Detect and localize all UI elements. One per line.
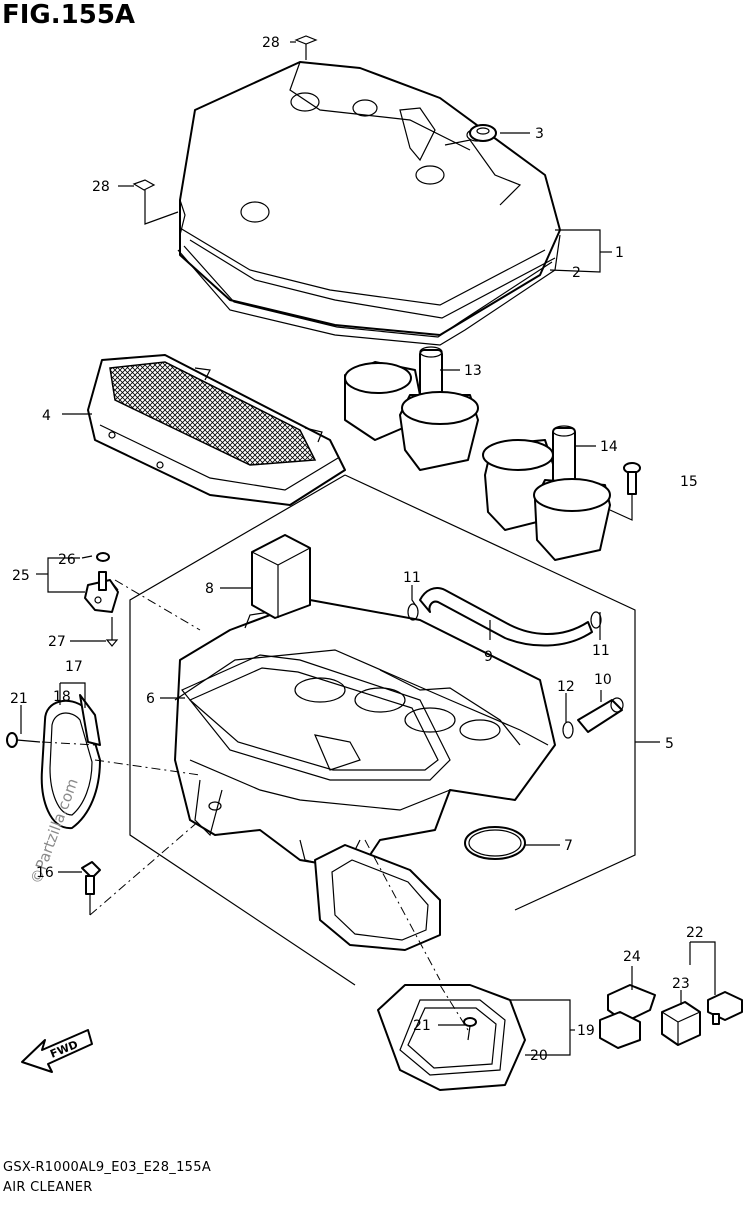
clip-24 xyxy=(599,984,656,1049)
diagram-caption: AIR CLEANER xyxy=(3,1180,93,1195)
callout-15: 15 xyxy=(680,474,698,490)
callout-7: 7 xyxy=(564,838,573,854)
callout-16: 16 xyxy=(36,865,54,881)
pad-8 xyxy=(251,534,311,619)
callout-14: 14 xyxy=(600,439,618,455)
forward-direction-arrow: FWD xyxy=(21,1029,93,1073)
figure-title: FIG.155A xyxy=(2,0,136,30)
grommet-3 xyxy=(469,124,497,142)
callout-11-right: 11 xyxy=(592,643,610,659)
callout-19: 19 xyxy=(577,1023,595,1039)
intake-funnel-14 xyxy=(482,425,611,561)
clamp-12 xyxy=(562,721,574,739)
assembly-dashed-lines xyxy=(41,579,469,1031)
callout-8: 8 xyxy=(205,581,214,597)
callout-27: 27 xyxy=(48,634,66,650)
bolt-21-bottom xyxy=(463,1017,477,1041)
callout-21-left: 21 xyxy=(10,691,28,707)
leader-lines xyxy=(20,41,716,1056)
bolt-16 xyxy=(81,861,101,915)
callout-28-top: 28 xyxy=(262,35,280,51)
callout-10: 10 xyxy=(594,672,612,688)
callout-numbers: 28 3 28 1 2 13 4 14 15 26 25 8 11 9 11 2… xyxy=(10,35,704,1064)
drain-hose-9 xyxy=(407,587,602,647)
callout-26: 26 xyxy=(58,552,76,568)
air-cleaner-case xyxy=(174,599,556,871)
callout-28-left: 28 xyxy=(92,179,110,195)
callout-23: 23 xyxy=(672,976,690,992)
callout-12: 12 xyxy=(557,679,575,695)
callout-25: 25 xyxy=(12,568,30,584)
clip-23 xyxy=(661,1001,701,1046)
clip-22 xyxy=(707,991,743,1025)
callout-17: 17 xyxy=(65,659,83,675)
screw-15 xyxy=(609,462,641,521)
callout-18: 18 xyxy=(53,689,71,705)
callout-2: 2 xyxy=(572,265,581,281)
screw-27 xyxy=(105,617,119,647)
bolt-21-left xyxy=(6,732,41,748)
callout-4: 4 xyxy=(42,408,51,424)
inlet-duct-19-20 xyxy=(377,984,526,1091)
air-cleaner-cover xyxy=(179,61,561,336)
callout-13: 13 xyxy=(464,363,482,379)
callout-6: 6 xyxy=(146,691,155,707)
callout-20: 20 xyxy=(530,1048,548,1064)
callout-11-left: 11 xyxy=(403,570,421,586)
diagram-code: GSX-R1000AL9_E03_E28_155A xyxy=(3,1160,212,1175)
intake-funnel-13 xyxy=(344,346,479,471)
air-filter-element xyxy=(87,354,346,506)
callout-9: 9 xyxy=(484,649,493,665)
inlet-boot xyxy=(314,844,441,951)
clamp-band-17-18 xyxy=(40,694,101,830)
case-assembly-box xyxy=(129,474,636,986)
bracket-25 xyxy=(84,552,119,613)
callout-21-bottom: 21 xyxy=(413,1018,431,1034)
screw-28-left xyxy=(132,179,179,225)
screw-28-top xyxy=(294,35,318,60)
callout-3: 3 xyxy=(535,126,544,142)
callout-22: 22 xyxy=(686,925,704,941)
o-ring-7 xyxy=(464,826,526,860)
tube-10 xyxy=(577,697,624,733)
callout-1: 1 xyxy=(615,245,624,261)
callout-5: 5 xyxy=(665,736,674,752)
callout-24: 24 xyxy=(623,949,641,965)
